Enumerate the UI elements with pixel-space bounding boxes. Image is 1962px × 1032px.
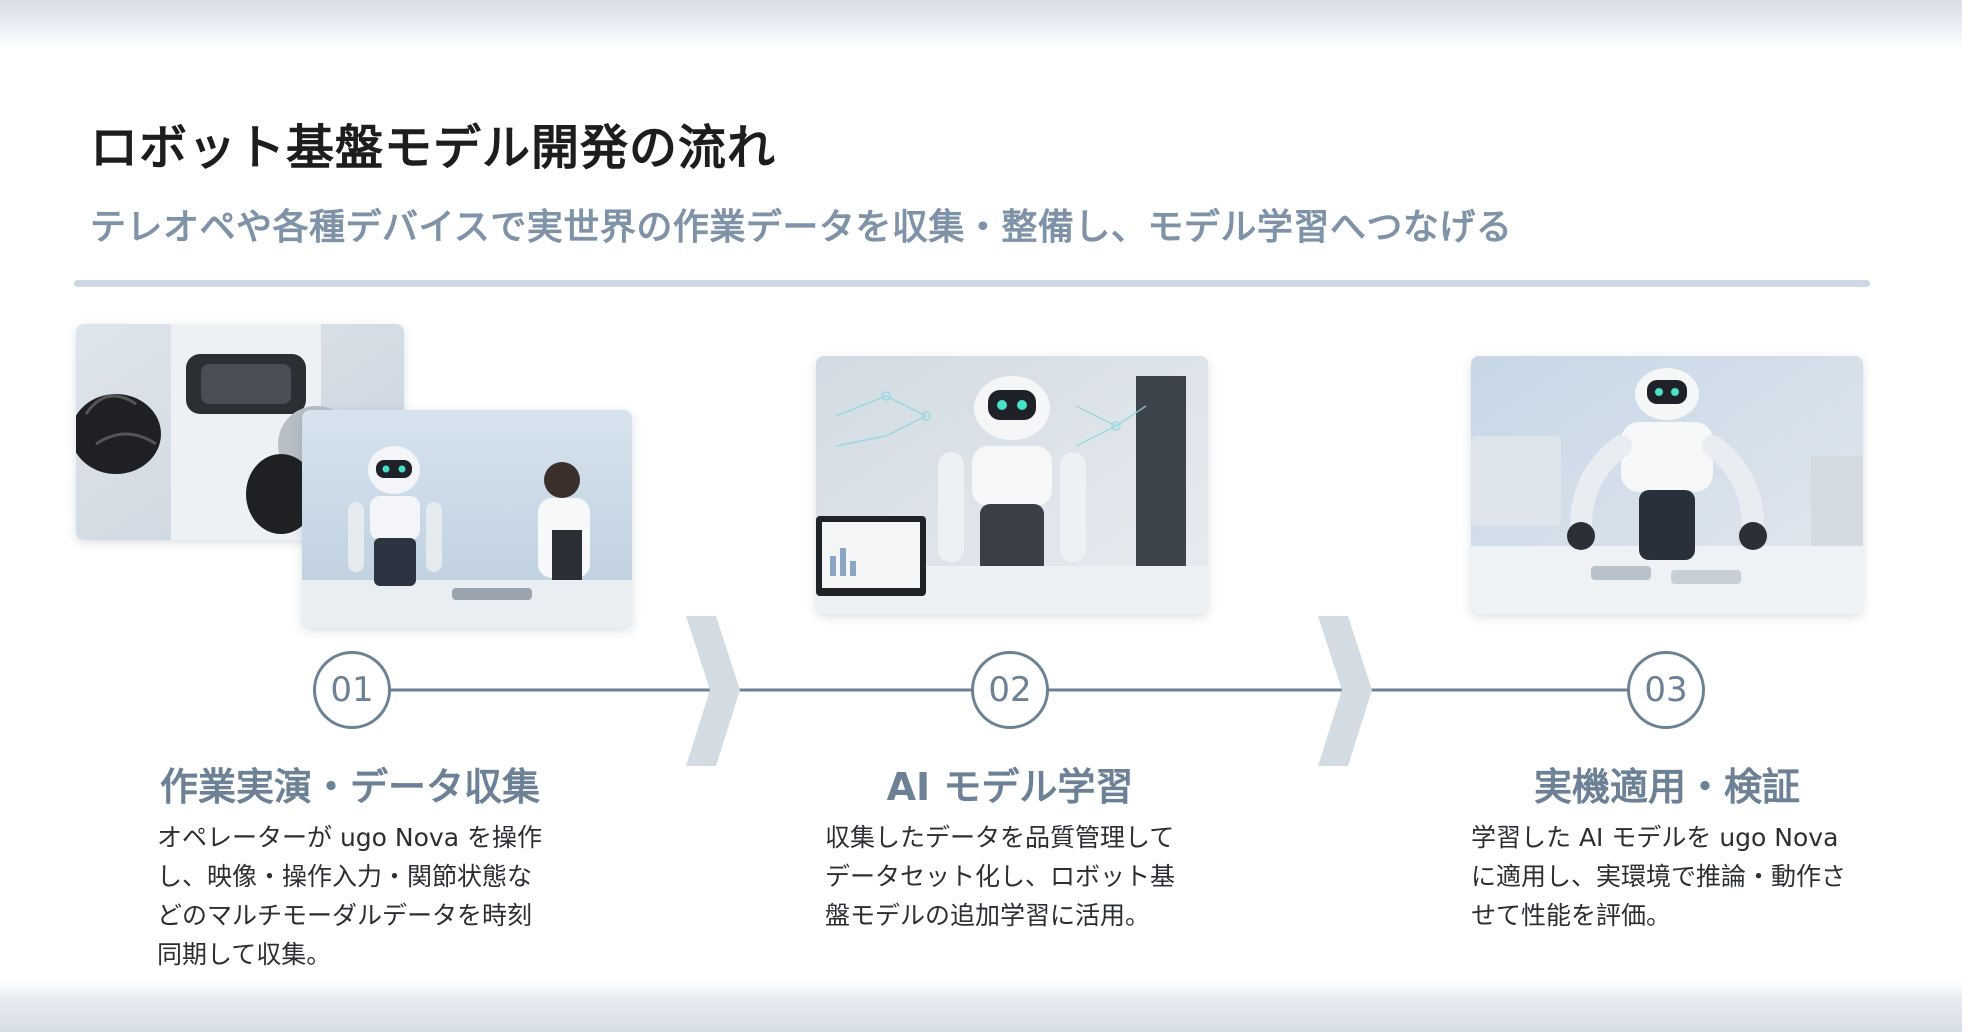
step-title-3: 実機適用・検証	[1533, 765, 1800, 809]
step-number-2: 02	[971, 651, 1049, 729]
header-divider	[74, 280, 1870, 287]
step-title-2: AI モデル学習	[886, 765, 1134, 809]
step-number-3: 03	[1627, 651, 1705, 729]
chevron-right-icon	[686, 616, 740, 766]
step-number-1: 01	[313, 651, 391, 729]
step-title-1: 作業実演・データ収集	[159, 765, 540, 809]
step-description-1: オペレーターが ugo Nova を操作 し、映像・操作入力・関節状態な どのマ…	[157, 823, 542, 969]
step-description-2: 収集したデータを品質管理して データセット化し、ロボット基 盤モデルの追加学習に…	[825, 823, 1176, 930]
step-description-3: 学習した AI モデルを ugo Nova に適用し、実環境で推論・動作さ せて…	[1471, 823, 1847, 930]
chevron-right-icon	[1318, 616, 1372, 766]
page-title: ロボット基盤モデル開発の流れ	[90, 120, 777, 176]
photo-operator-with-robot	[302, 410, 632, 628]
page-subtitle: テレオペや各種デバイスで実世界の作業データを収集・整備し、モデル学習へつなげる	[90, 207, 1513, 248]
photo-robot-real-world-test	[1471, 356, 1863, 614]
photo-robot-ai-training	[816, 356, 1208, 614]
top-band	[0, 0, 1962, 50]
bottom-band	[0, 980, 1962, 1032]
